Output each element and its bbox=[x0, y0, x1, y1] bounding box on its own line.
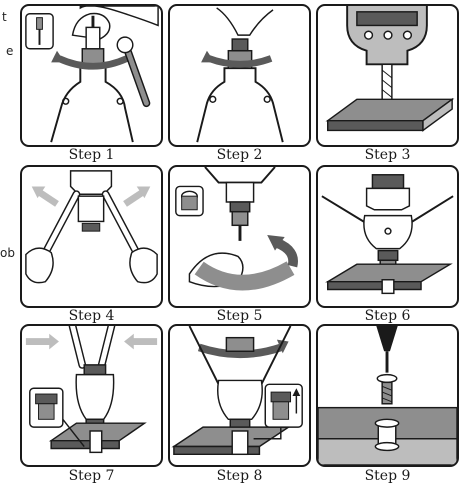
step-8-panel bbox=[168, 324, 311, 467]
step-7-panel bbox=[20, 324, 163, 467]
step-3-label: Step 3 bbox=[316, 147, 459, 163]
step-8-label: Step 8 bbox=[168, 468, 311, 484]
fasten-screw-icon bbox=[318, 326, 457, 465]
wrench-and-mandrel-icon bbox=[22, 6, 161, 145]
step-6-panel bbox=[316, 165, 459, 308]
edge-text-fragment: ob bbox=[0, 246, 15, 260]
step-2-panel bbox=[168, 4, 311, 147]
drill-hole-icon bbox=[318, 6, 457, 145]
open-handles-icon bbox=[22, 167, 161, 306]
step-1-panel bbox=[20, 4, 163, 147]
step-9-panel bbox=[316, 324, 459, 467]
edge-text-fragment: t bbox=[2, 10, 7, 24]
step-6-label: Step 6 bbox=[316, 308, 459, 324]
step-4-panel bbox=[20, 165, 163, 308]
step-5-label: Step 5 bbox=[168, 308, 311, 324]
step-1-label: Step 1 bbox=[20, 147, 163, 163]
step-4-label: Step 4 bbox=[20, 308, 163, 324]
step-2-label: Step 2 bbox=[168, 147, 311, 163]
edge-text-fragment: e bbox=[6, 44, 13, 58]
step-3-panel bbox=[316, 4, 459, 147]
tighten-nut-icon bbox=[170, 6, 309, 145]
insert-into-hole-icon bbox=[318, 167, 457, 306]
step-7-label: Step 7 bbox=[20, 468, 163, 484]
unscrew-tool-icon bbox=[170, 326, 309, 465]
step-9-label: Step 9 bbox=[316, 468, 459, 484]
thread-insert-icon bbox=[170, 167, 309, 306]
step-5-panel bbox=[168, 165, 311, 308]
squeeze-handles-icon bbox=[22, 326, 161, 465]
